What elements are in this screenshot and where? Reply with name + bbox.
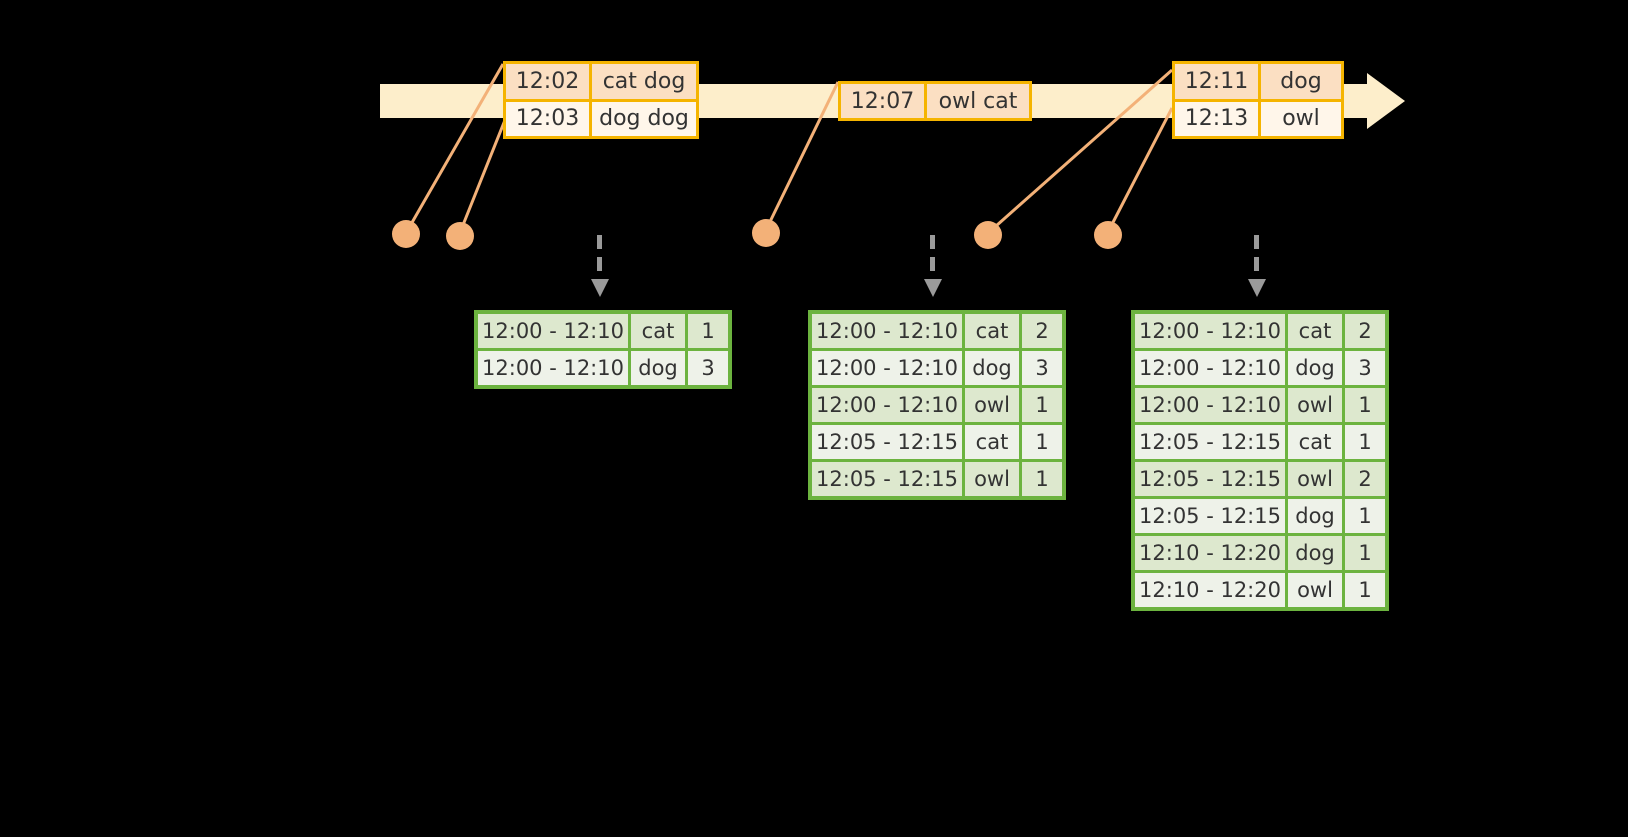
cell-word: dog (1288, 536, 1342, 570)
cell-window: 12:05 - 12:15 (1135, 425, 1285, 459)
cell-window: 12:00 - 12:10 (812, 314, 962, 348)
cell-count: 1 (1345, 388, 1385, 422)
arrow-head (924, 279, 942, 297)
event-group-1[interactable]: 12:02 cat dog 12:03 dog dog (503, 61, 699, 139)
event-dot-3 (752, 219, 780, 247)
cell-word: owl (965, 388, 1019, 422)
cell-word: owl (1288, 388, 1342, 422)
event-dot-4 (974, 221, 1002, 249)
flow-arrow-1 (591, 235, 609, 303)
arrow-head (1248, 279, 1266, 297)
event-value: dog (1261, 64, 1341, 99)
cell-count: 1 (1345, 573, 1385, 607)
event-value: dog dog (599, 106, 689, 132)
cell-count: 1 (1345, 425, 1385, 459)
cell-count: 1 (688, 314, 728, 348)
cell-word: dog (631, 351, 685, 385)
cell-window: 12:05 - 12:15 (812, 462, 962, 496)
cell-count: 1 (1345, 499, 1385, 533)
arrow-shaft (597, 235, 602, 283)
cell-word: dog (965, 351, 1019, 385)
event-row[interactable]: 12:13 owl (1175, 98, 1341, 136)
cell-window: 12:00 - 12:10 (478, 351, 628, 385)
cell-count: 1 (1022, 462, 1062, 496)
cell-count: 1 (1345, 536, 1385, 570)
cell-count: 2 (1022, 314, 1062, 348)
cell-word: owl (965, 462, 1019, 496)
cell-count: 3 (1345, 351, 1385, 385)
event-time: 12:11 (1175, 64, 1261, 99)
event-value: owl cat (927, 84, 1029, 118)
cell-window: 12:05 - 12:15 (812, 425, 962, 459)
flow-arrow-2 (924, 235, 942, 303)
cell-window: 12:10 - 12:20 (1135, 573, 1285, 607)
event-dot-5 (1094, 221, 1122, 249)
event-time: 12:02 (506, 64, 592, 99)
cell-word: cat (965, 314, 1019, 348)
event-row[interactable]: 12:02 cat dog (506, 64, 696, 99)
event-row[interactable]: 12:11 dog (1175, 64, 1341, 99)
event-time: 12:03 (506, 101, 592, 136)
cell-word: owl (1288, 462, 1342, 496)
cell-window: 12:05 - 12:15 (1135, 462, 1285, 496)
cell-word: owl (1288, 573, 1342, 607)
cell-window: 12:00 - 12:10 (1135, 388, 1285, 422)
event-group-3[interactable]: 12:11 dog 12:13 owl (1172, 61, 1344, 139)
cell-count: 3 (688, 351, 728, 385)
cell-count: 2 (1345, 314, 1385, 348)
cell-window: 12:00 - 12:10 (812, 351, 962, 385)
cell-word: dog (1288, 499, 1342, 533)
event-dot-1 (392, 220, 420, 248)
event-value: cat dog (592, 64, 696, 99)
cell-word: cat (1288, 425, 1342, 459)
event-dot-2 (446, 222, 474, 250)
cell-word: cat (965, 425, 1019, 459)
cell-word: dog (1288, 351, 1342, 385)
cell-window: 12:10 - 12:20 (1135, 536, 1285, 570)
timeline-arrowhead (1367, 73, 1405, 129)
cell-word: cat (631, 314, 685, 348)
cell-count: 1 (1022, 388, 1062, 422)
cell-window: 12:00 - 12:10 (478, 314, 628, 348)
event-row[interactable]: 12:07 owl cat (841, 84, 1029, 118)
arrow-head (591, 279, 609, 297)
event-group-2[interactable]: 12:07 owl cat (838, 81, 1032, 121)
event-row[interactable]: 12:03 dog dog (506, 98, 696, 136)
cell-count: 1 (1022, 425, 1062, 459)
event-time: 12:13 (1175, 101, 1261, 136)
cell-count: 2 (1345, 462, 1385, 496)
arrow-shaft (930, 235, 935, 283)
flow-arrow-3 (1248, 235, 1266, 303)
cell-window: 12:00 - 12:10 (1135, 314, 1285, 348)
cell-window: 12:00 - 12:10 (1135, 351, 1285, 385)
event-value: owl (1282, 106, 1320, 132)
arrow-shaft (1254, 235, 1259, 283)
cell-window: 12:05 - 12:15 (1135, 499, 1285, 533)
cell-window: 12:00 - 12:10 (812, 388, 962, 422)
cell-word: cat (1288, 314, 1342, 348)
cell-count: 3 (1022, 351, 1062, 385)
event-time: 12:07 (841, 84, 927, 118)
